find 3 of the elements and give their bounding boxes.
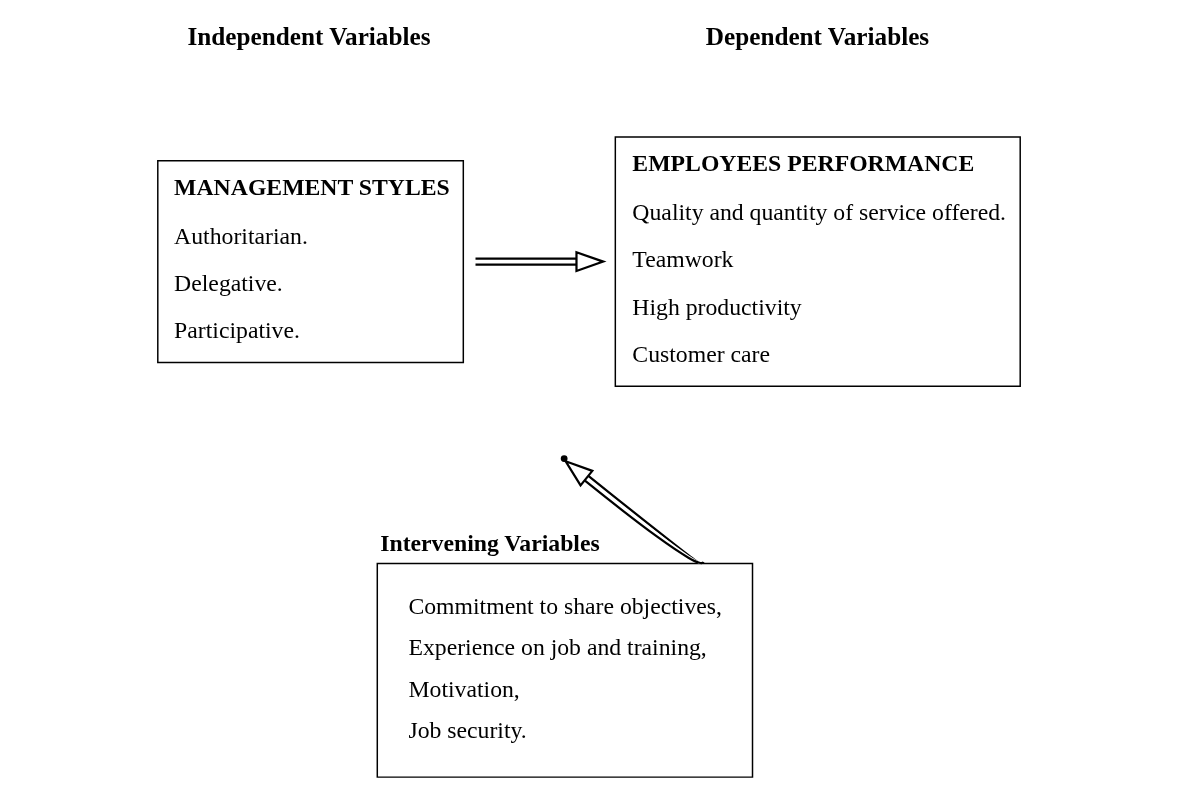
node-label: Intervening Variables <box>379 530 600 557</box>
label: Independent Variables <box>186 23 430 51</box>
label: Dependent Variables <box>705 23 929 51</box>
